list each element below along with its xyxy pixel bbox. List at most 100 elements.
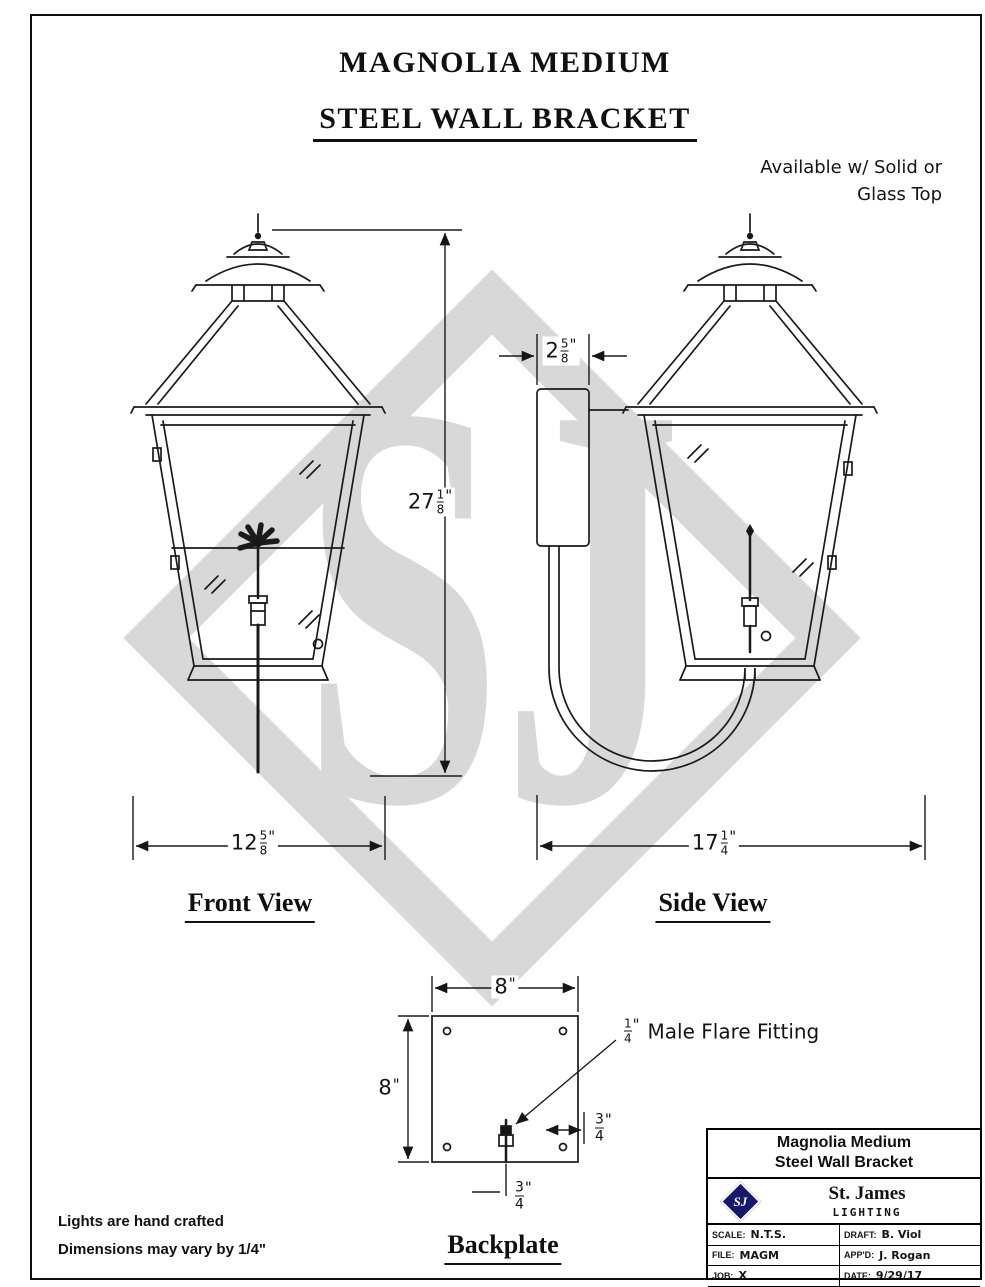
front-height-dimension: 27 1 8 " [404, 486, 456, 517]
fraction-bar [436, 501, 445, 503]
fraction-bar [515, 1195, 524, 1197]
dim-whole: 27 [407, 489, 435, 514]
logo-text: SJ [733, 1192, 747, 1208]
mounting-hole [558, 1142, 568, 1152]
fraction-bar [595, 1127, 604, 1129]
field-value: J. Rogan [879, 1248, 931, 1262]
backplate-drawing [431, 1015, 579, 1164]
availability-line-2: Glass Top [857, 184, 942, 205]
flare-fitting [500, 1125, 512, 1136]
front-view-drawing [130, 213, 386, 774]
note-line-2: Dimensions may vary by 1/4" [58, 1240, 267, 1258]
title-block-fields: SCALE: N.T.S. DRAFT: B. Viol FILE: MAGM … [708, 1225, 980, 1287]
product-line-2: Steel Wall Bracket [774, 1154, 914, 1171]
field-job: JOB: X [708, 1266, 840, 1287]
field-value: N.T.S. [750, 1228, 787, 1242]
field-value: 9/29/17 [875, 1269, 923, 1283]
craftsmanship-notes: Lights are hand crafted Dimensions may v… [58, 1208, 266, 1264]
field-draft: DRAFT: B. Viol [840, 1225, 980, 1246]
availability-line-1: Available w/ Solid or [760, 157, 942, 178]
field-appd: APP'D: J. Rogan [840, 1246, 980, 1266]
dim-unit: " [604, 1110, 612, 1129]
dim-unit: " [268, 827, 276, 846]
field-scale: SCALE: N.T.S. [708, 1225, 840, 1246]
availability-note: Available w/ Solid or Glass Top [760, 154, 942, 208]
mounting-hole [558, 1026, 568, 1036]
backplate-width-dimension: 8 " [491, 974, 519, 999]
dim-numerator: 1 [436, 487, 445, 502]
dim-fraction: 5 8 [560, 336, 569, 366]
side-view-label: Side View [655, 888, 771, 923]
watermark-diamond [123, 269, 861, 1007]
title-line-1: MAGNOLIA MEDIUM [339, 46, 671, 79]
dim-whole: 2 [545, 338, 559, 363]
fraction-bar [560, 350, 569, 352]
title-block-company: SJ St. James LIGHTING [708, 1179, 980, 1225]
front-view-label: Front View [184, 888, 316, 923]
mounting-hole [442, 1026, 452, 1036]
watermark: SJ [123, 269, 861, 1007]
fraction-bar [720, 842, 729, 844]
glass-hatch-marks [687, 444, 814, 577]
title-block-product: Magnolia Medium Steel Wall Bracket [708, 1130, 980, 1179]
fitting-text: Male Flare Fitting [647, 1019, 820, 1043]
dim-numerator: 5 [560, 336, 569, 351]
dim-numerator: 3 [515, 1179, 524, 1196]
dim-unit: " [392, 1075, 400, 1094]
company-subtitle: LIGHTING [832, 1206, 902, 1219]
company-name: St. James [828, 1183, 906, 1204]
dim-denominator: 4 [624, 1031, 632, 1046]
dim-numerator: 3 [595, 1111, 604, 1128]
dim-numerator: 1 [720, 828, 729, 843]
diamond-logo-icon: SJ [719, 1180, 761, 1222]
field-label: FILE: [712, 1250, 735, 1261]
field-label: JOB: [712, 1270, 734, 1281]
dim-unit: " [569, 335, 577, 354]
dim-denominator: 8 [259, 843, 268, 858]
flare-fitting-label: 1 4 " Male Flare Fitting [621, 1016, 823, 1046]
field-value: MAGM [739, 1248, 779, 1262]
note-line-1: Lights are hand crafted [58, 1213, 224, 1230]
field-label: DATE: [844, 1270, 871, 1281]
side-width-dimension: 17 1 4 " [688, 827, 740, 858]
dim-fraction: 1 4 [624, 1018, 632, 1045]
dim-fraction: 1 8 [436, 487, 445, 516]
fitting-offset-right-dimension: 3 4 " [592, 1110, 615, 1145]
field-date: DATE: 9/29/17 [840, 1266, 980, 1287]
mounting-hole [442, 1142, 452, 1152]
company-names: St. James LIGHTING [772, 1183, 980, 1219]
dim-unit: " [729, 827, 737, 846]
fitting-leader-line [515, 1039, 617, 1125]
front-width-dimension: 12 5 8 " [227, 827, 279, 858]
sheet-title: MAGNOLIA MEDIUM STEEL WALL BRACKET [30, 46, 980, 142]
field-value: B. Viol [881, 1228, 922, 1242]
field-value: X [738, 1269, 747, 1283]
dim-fraction: 5 8 [259, 828, 268, 858]
field-label: APP'D: [844, 1250, 875, 1261]
wall-mount-plate [536, 388, 590, 547]
dim-whole: 17 [691, 830, 719, 855]
company-logo: SJ [708, 1180, 772, 1222]
dim-denominator: 4 [720, 843, 729, 858]
dim-whole: 8 [378, 1075, 392, 1100]
dim-fraction: 3 4 [515, 1181, 524, 1212]
dim-whole: 8 [494, 974, 508, 999]
dim-denominator: 4 [515, 1196, 524, 1213]
dim-denominator: 4 [595, 1128, 604, 1145]
fraction-bar [259, 842, 268, 844]
dim-denominator: 8 [560, 351, 569, 366]
dim-unit: " [524, 1178, 532, 1197]
fraction-bar [624, 1030, 632, 1032]
dim-numerator: 5 [259, 828, 268, 843]
product-line-1: Magnolia Medium [776, 1134, 912, 1151]
title-line-2: STEEL WALL BRACKET [313, 102, 697, 142]
side-bracket-depth-dimension: 2 5 8 " [542, 335, 580, 366]
dim-unit: " [445, 486, 453, 505]
dim-whole: 12 [230, 830, 258, 855]
glass-hatch-marks [204, 460, 321, 629]
gas-supply-pipe [548, 545, 756, 772]
dim-numerator: 1 [624, 1016, 632, 1031]
side-view-drawing [536, 213, 878, 772]
dim-fraction: 1 4 [720, 828, 729, 858]
watermark-text: SJ [302, 284, 682, 926]
